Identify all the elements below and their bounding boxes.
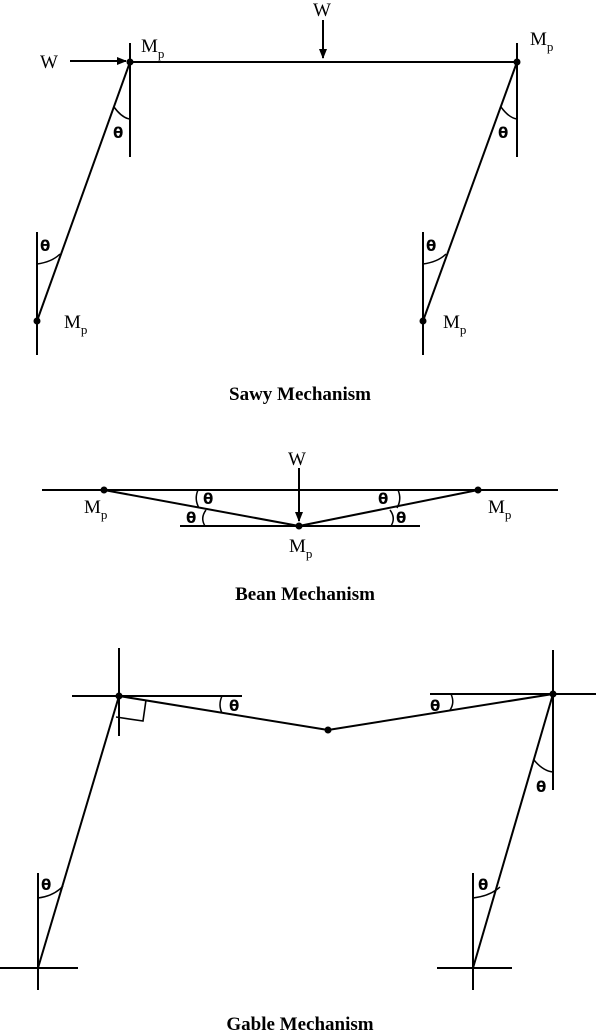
theta-top-right: θ	[498, 124, 508, 142]
mp-label-base-left: Mp	[64, 312, 87, 337]
gable-hinge-right	[549, 690, 557, 698]
gable-hinge-apex	[324, 726, 332, 734]
beam-theta-right-lower: θ	[396, 509, 406, 527]
mp-label-base-right: Mp	[443, 312, 466, 337]
hinge-base-right	[419, 317, 427, 325]
gable-theta-right-column: θ	[536, 778, 546, 796]
theta-top-left: θ	[113, 124, 123, 142]
beam-caption: Bean Mechanism	[235, 584, 375, 605]
theta-base-left: θ	[40, 237, 50, 255]
gable-angle-arc-base-right	[472, 886, 501, 899]
mp-label-top-right: Mp	[530, 29, 553, 54]
gable-angle-arc-right-column	[533, 759, 554, 773]
right-column	[422, 61, 518, 322]
gable-left-column	[37, 695, 120, 969]
beam-mp-label-left: Mp	[84, 497, 107, 522]
hinge-base-left	[33, 317, 41, 325]
beam-mp-label-right: Mp	[488, 497, 511, 522]
theta-base-right: θ	[426, 237, 436, 255]
beam-angle-arc-right-upper	[396, 489, 401, 509]
hinge-top-left	[126, 58, 134, 66]
beam-angle-arc-left-lower	[202, 509, 207, 527]
angle-arc-base-left	[36, 253, 61, 265]
beam-hinge-center	[295, 522, 303, 530]
beam-hinge-right	[474, 486, 482, 494]
gable-angle-arc-left-rafter	[219, 695, 223, 714]
angle-arc-base-right	[422, 253, 447, 265]
gable-hinge-left	[115, 692, 123, 700]
right-angle-marker	[115, 699, 147, 722]
gable-left-rafter	[118, 695, 329, 731]
sway-mechanism: W W Mp Mp Mp Mp θ θ θ θ Sawy Mechanism	[33, 0, 553, 405]
beam-theta-left-lower: θ	[186, 509, 196, 527]
beam-theta-left-upper: θ	[203, 490, 213, 508]
beam-left-segment	[103, 489, 300, 527]
beam-angle-arc-right-lower	[389, 509, 394, 527]
beam-right-segment	[298, 489, 479, 527]
gable-right-rafter	[327, 693, 554, 731]
sway-caption: Sawy Mechanism	[229, 384, 371, 405]
angle-arc-top-left	[113, 106, 131, 120]
beam-load-label: W	[288, 449, 306, 470]
gable-angle-arc-base-left	[37, 885, 64, 899]
gable-theta-base-left: θ	[41, 876, 51, 894]
gable-theta-left-rafter: θ	[229, 697, 239, 715]
beam-theta-right-upper: θ	[378, 490, 388, 508]
horizontal-load-label: W	[40, 52, 58, 73]
gable-mechanism: θ θ θ θ θ Gable Mechanism	[0, 648, 596, 1032]
beam-hinge-left	[100, 486, 108, 494]
beam-angle-arc-left-upper	[195, 489, 200, 509]
hinge-top-right	[513, 58, 521, 66]
angle-arc-top-right	[500, 106, 518, 120]
beam-mp-label-center: Mp	[289, 536, 312, 561]
gable-angle-arc-right-rafter	[449, 693, 454, 711]
mp-label-top-left: Mp	[141, 36, 164, 61]
gable-theta-right-rafter: θ	[430, 697, 440, 715]
vertical-load-label: W	[313, 0, 331, 21]
gable-caption: Gable Mechanism	[226, 1014, 373, 1032]
left-column	[36, 61, 131, 322]
gable-theta-base-right: θ	[478, 876, 488, 894]
gable-right-column	[472, 693, 554, 969]
beam-mechanism: W Mp Mp Mp θ θ θ θ Bean Mechanism	[42, 449, 558, 605]
